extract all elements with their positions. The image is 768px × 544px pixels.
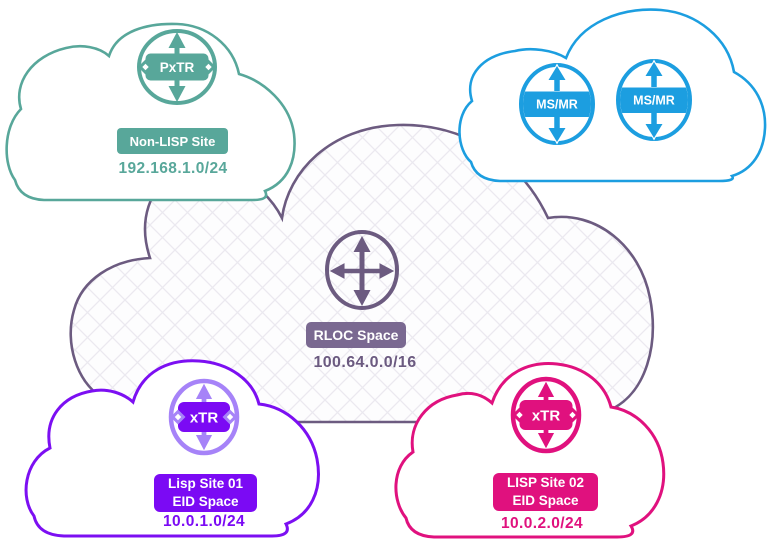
xtr-label: xTR (190, 410, 219, 427)
non-lisp-site-badge: Non-LISP Site (117, 128, 228, 154)
non-lisp-site-label: Non-LISP Site (129, 133, 216, 149)
lisp-site-02-label-line1: LISP Site 02 (506, 475, 585, 490)
mapping-system-cloud (458, 8, 767, 183)
router-ring (325, 230, 399, 310)
non-lisp-site-cloud (5, 22, 296, 202)
rloc-router-icon (325, 230, 399, 310)
non-lisp-site-subnet: 192.168.1.0/24 (118, 160, 228, 177)
pxtr-router-icon: PxTR (137, 29, 217, 105)
msmr-label: MS/MR (633, 94, 675, 108)
msmr-label: MS/MR (536, 98, 578, 112)
xtr-router-icon-1: xTR (168, 378, 240, 456)
msmr-router-icon-1: MS/MR (519, 64, 595, 145)
lisp-site-01-label-line2: EID Space (172, 494, 239, 509)
rloc-space-subnet: 100.64.0.0/16 (313, 354, 417, 371)
lisp-site-01-label-line1: Lisp Site 01 (167, 476, 244, 491)
lisp-site-02-label-line2: EID Space (512, 493, 579, 508)
lisp-site-01-subnet: 10.0.1.0/24 (163, 513, 245, 530)
lisp-site-02-badge: LISP Site 02 EID Space (493, 473, 598, 511)
xtr-router-icon-2: xTR (510, 376, 582, 454)
pxtr-label: PxTR (160, 60, 195, 75)
msmr-router-icon-2: MS/MR (616, 60, 692, 141)
rloc-space-badge: RLOC Space (306, 322, 406, 348)
lisp-site-01-badge: Lisp Site 01 EID Space (154, 474, 257, 512)
xtr-label: xTR (532, 408, 561, 425)
lisp-site-02-subnet: 10.0.2.0/24 (501, 515, 583, 532)
rloc-space-label: RLOC Space (313, 327, 399, 343)
